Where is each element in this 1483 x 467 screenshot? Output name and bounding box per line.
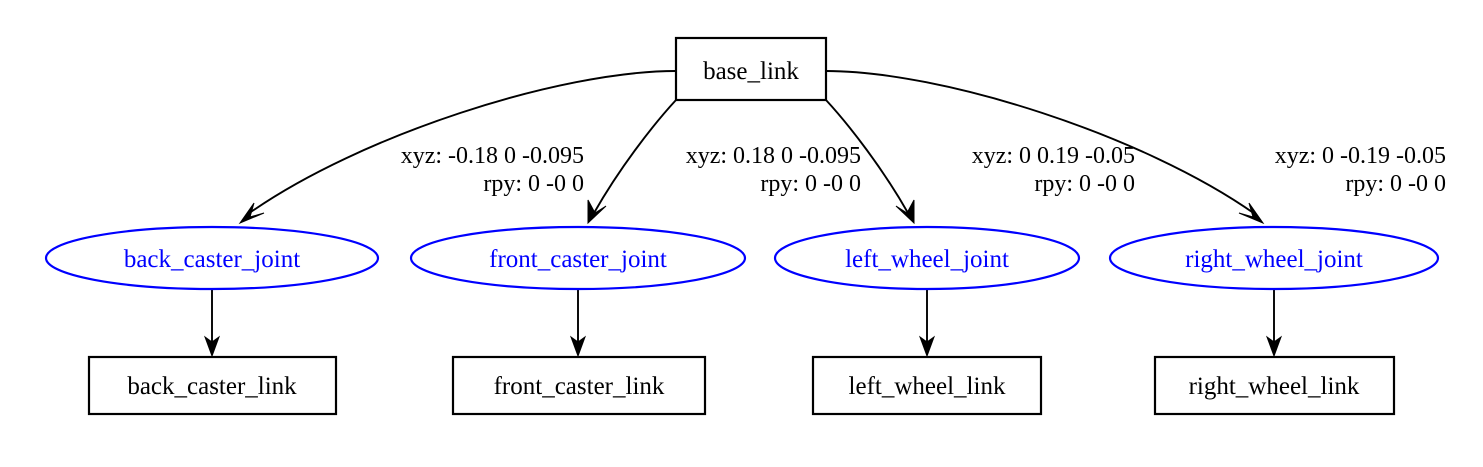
arrowhead-icon xyxy=(203,335,221,358)
edge-base-to-left-wheel-joint xyxy=(825,99,915,225)
node-label: back_caster_joint xyxy=(124,246,300,273)
edge-label-rpy: rpy: 0 -0 0 xyxy=(760,171,861,197)
node-back-caster-link[interactable]: back_caster_link xyxy=(87,355,338,416)
arrowhead-icon xyxy=(238,202,265,225)
arrowhead-icon xyxy=(1238,202,1265,225)
node-box-shape xyxy=(87,355,338,416)
node-label: right_wheel_link xyxy=(1189,373,1360,400)
node-box-shape xyxy=(811,355,1043,416)
edge-base-to-right-wheel-joint xyxy=(825,70,1265,225)
edge-label-rpy: rpy: 0 -0 0 xyxy=(1345,171,1446,197)
arrowhead-icon xyxy=(569,335,587,358)
edge-label-xyz: xyz: 0.18 0 -0.095 xyxy=(686,143,861,169)
node-left-wheel-link[interactable]: left_wheel_link xyxy=(811,355,1043,416)
edge-left-wheel-joint-to-link xyxy=(918,289,936,358)
node-box-shape xyxy=(674,36,828,102)
edge-base-to-back-caster-joint xyxy=(238,70,677,225)
edge-curve xyxy=(247,70,677,215)
edge-label-rpy: rpy: 0 -0 0 xyxy=(483,171,584,197)
edge-label-back-caster-joint: xyz: -0.18 0 -0.095 rpy: 0 -0 0 xyxy=(401,143,584,197)
edge-label-right-wheel-joint: xyz: 0 -0.19 -0.05 rpy: 0 -0 0 xyxy=(1275,143,1446,197)
node-label: base_link xyxy=(703,58,799,85)
node-label: front_caster_joint xyxy=(489,246,667,273)
arrowhead-icon xyxy=(587,199,607,225)
node-front-caster-link[interactable]: front_caster_link xyxy=(451,355,707,416)
edge-right-wheel-joint-to-link xyxy=(1265,289,1283,358)
arrowhead-icon xyxy=(895,199,915,225)
node-label: front_caster_link xyxy=(494,373,665,400)
node-label: left_wheel_joint xyxy=(845,246,1009,273)
edge-label-xyz: xyz: 0 0.19 -0.05 xyxy=(972,143,1135,169)
node-left-wheel-joint[interactable]: left_wheel_joint xyxy=(773,225,1081,291)
node-base-link[interactable]: base_link xyxy=(674,36,828,102)
node-label: back_caster_link xyxy=(127,373,297,400)
node-ellipse-shape xyxy=(773,225,1081,291)
arrowhead-icon xyxy=(918,335,936,358)
edge-label-left-wheel-joint: xyz: 0 0.19 -0.05 rpy: 0 -0 0 xyxy=(972,143,1135,197)
node-ellipse-shape xyxy=(44,225,380,291)
node-label: left_wheel_link xyxy=(849,373,1006,400)
node-right-wheel-link[interactable]: right_wheel_link xyxy=(1153,355,1396,416)
edge-curve xyxy=(825,99,909,214)
edge-label-xyz: xyz: -0.18 0 -0.095 xyxy=(401,143,584,169)
edge-front-caster-joint-to-link xyxy=(569,289,587,358)
node-box-shape xyxy=(1153,355,1396,416)
node-right-wheel-joint[interactable]: right_wheel_joint xyxy=(1108,225,1440,291)
node-ellipse-shape xyxy=(409,225,747,291)
node-back-caster-joint[interactable]: back_caster_joint xyxy=(44,225,380,291)
node-box-shape xyxy=(451,355,707,416)
edge-curve xyxy=(593,99,677,214)
edge-curve xyxy=(825,70,1256,215)
node-label: right_wheel_joint xyxy=(1185,246,1363,273)
arrowhead-icon xyxy=(1265,335,1283,358)
edge-label-rpy: rpy: 0 -0 0 xyxy=(1034,171,1135,197)
edge-label-xyz: xyz: 0 -0.19 -0.05 xyxy=(1275,143,1446,169)
edge-base-to-front-caster-joint xyxy=(587,99,677,225)
node-ellipse-shape xyxy=(1108,225,1440,291)
edge-label-front-caster-joint: xyz: 0.18 0 -0.095 rpy: 0 -0 0 xyxy=(686,143,861,197)
node-front-caster-joint[interactable]: front_caster_joint xyxy=(409,225,747,291)
edge-back-caster-joint-to-link xyxy=(203,289,221,358)
